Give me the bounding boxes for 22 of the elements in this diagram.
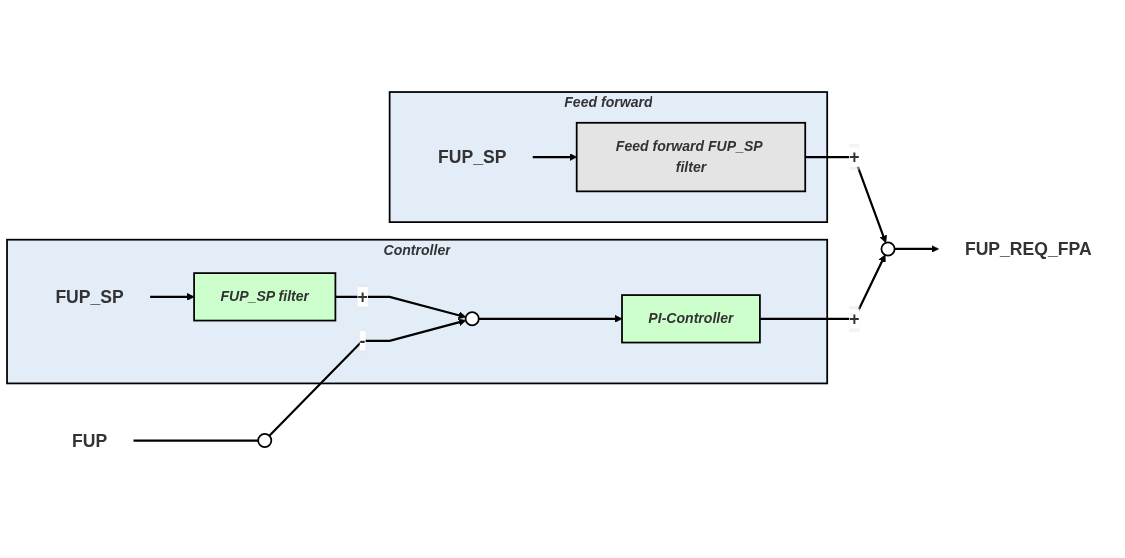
edge-label: +: [849, 146, 860, 167]
node-circle: [257, 432, 273, 448]
node-box: PI-Controller: [621, 293, 761, 343]
arrow: [335, 295, 467, 319]
arrow: [759, 254, 886, 320]
connector: [133, 438, 259, 442]
node-box: FUP_SP filter: [193, 271, 337, 321]
arrow: [268, 318, 467, 437]
edge-label: +: [849, 308, 860, 328]
node-text: FUP_SP: [55, 286, 124, 307]
node-text: FUP_SP: [437, 146, 507, 167]
arrow: [150, 292, 195, 301]
node-text: FUP_REQ_FPA: [964, 238, 1092, 259]
arrow: [894, 244, 939, 253]
node-circle: [464, 310, 480, 326]
edge-label: +: [357, 286, 368, 307]
node-circle: [880, 240, 896, 256]
node-text: FUP: [72, 430, 108, 450]
edge-label: -: [359, 330, 366, 350]
arrow: [805, 155, 887, 243]
arrow: [478, 314, 623, 323]
node-box: Feed forward FUP_SP filter: [575, 121, 807, 192]
